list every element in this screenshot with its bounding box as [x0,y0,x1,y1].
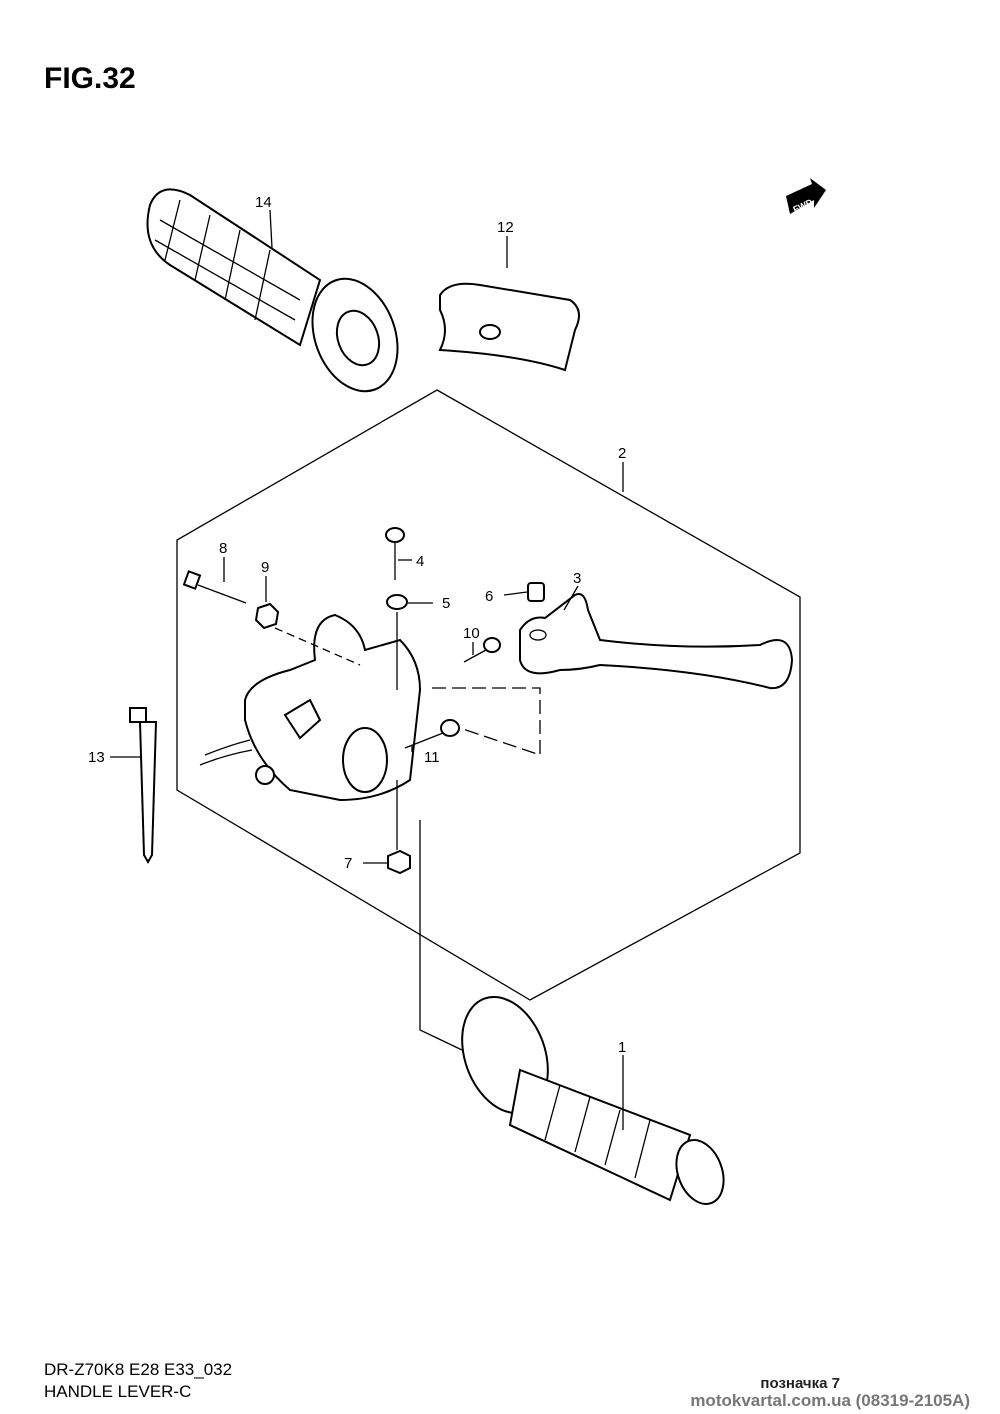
callout-1: 1 [618,1039,626,1056]
part-group-title: HANDLE LEVER-C [44,1382,192,1401]
callout-13: 13 [88,749,105,766]
bolt-8 [182,570,247,604]
callout-12: 12 [497,219,514,236]
watermark-site: motokvartal.com.ua (08319-2105A) [690,1391,970,1410]
grip-right-throttle [461,995,725,1205]
clutch-lever-3 [519,593,794,690]
callout-8: 8 [219,540,227,557]
callout-2: 2 [618,445,626,462]
cable-tie [129,707,158,865]
screw-4 [385,527,405,580]
callout-3: 3 [573,570,581,587]
callout-9: 9 [261,559,269,576]
leader-lines [110,209,624,1130]
spacer-6 [527,582,545,602]
figure-title: FIG.32 [44,62,136,95]
grip-left [146,188,399,393]
lever-holder [199,613,422,802]
callout-6: 6 [485,588,493,605]
washer-5 [386,594,408,610]
screw-10 [463,637,501,663]
callout-5: 5 [442,595,450,612]
callout-4: 4 [416,553,424,570]
callout-7: 7 [344,855,352,872]
assembly-outline [176,389,801,1001]
watermark-label: позначка 7 [760,1375,840,1392]
nut-9 [254,602,280,630]
model-code: DR-Z70K8 E28 E33_032 [44,1360,233,1379]
callout-14: 14 [255,194,272,211]
bolt-11 [404,719,460,749]
lever-cover [438,282,580,372]
callout-10: 10 [463,625,480,642]
nut-7 [387,849,411,875]
callout-11: 11 [424,749,440,766]
fwd-arrow-icon: FWD [786,178,826,215]
